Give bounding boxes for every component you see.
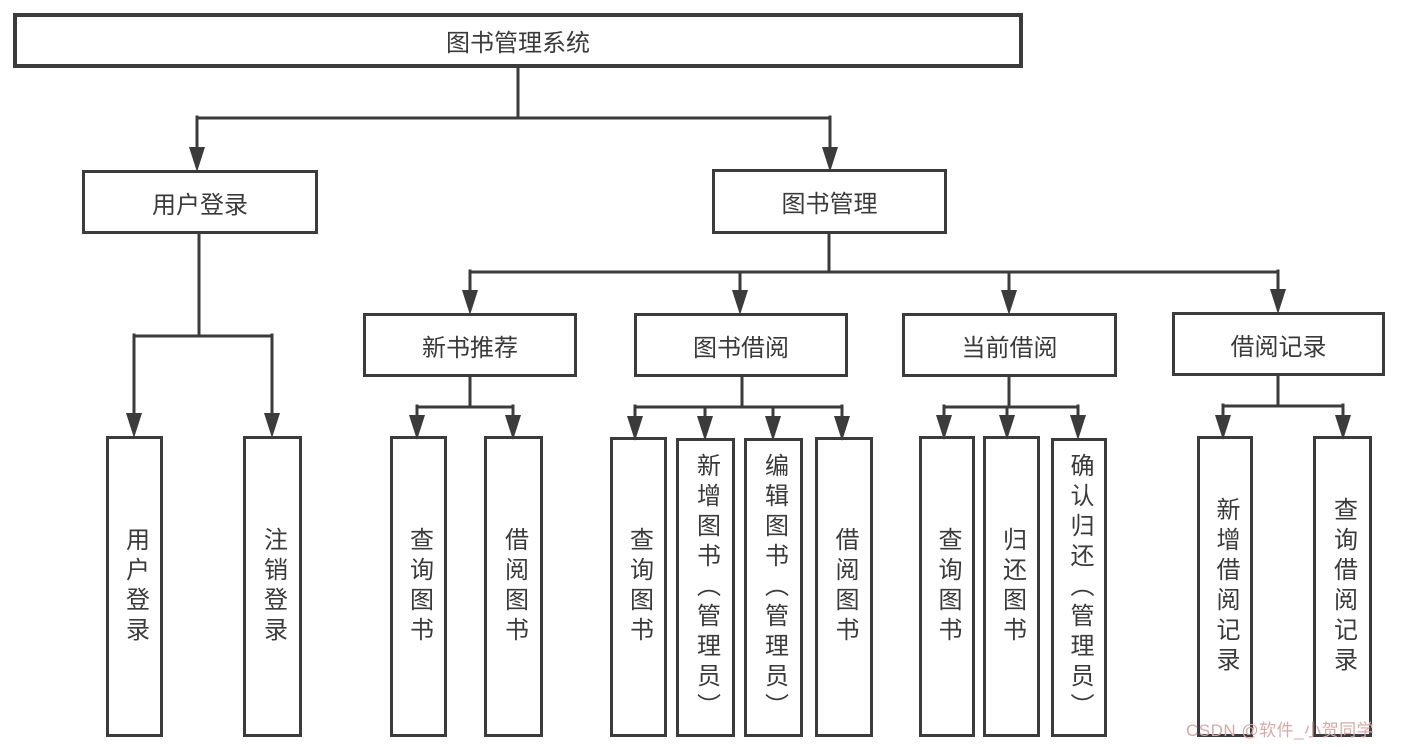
leaf-confirm-return-admin: 确认归还（管理员） <box>1051 438 1107 737</box>
leaf-query-books: 查询图书 <box>919 436 975 737</box>
leaf-add-books-admin: 新增图书（管理员） <box>676 438 735 737</box>
arrowhead-icon <box>189 147 205 172</box>
arrowhead-icon <box>126 413 142 438</box>
leaf-add-borrow-record: 新增借阅记录 <box>1197 436 1253 737</box>
leaf-query-books: 查询图书 <box>390 436 447 737</box>
leaf-return-books: 归还图书 <box>983 436 1040 737</box>
leaf-query-borrow-record: 查询借阅记录 <box>1313 436 1372 737</box>
leaf-query-books: 查询图书 <box>610 437 667 737</box>
node-new-book-recommend: 新书推荐 <box>363 313 577 377</box>
node-user-login: 用户登录 <box>82 170 318 234</box>
arrowhead-icon <box>1001 290 1017 315</box>
arrowhead-icon <box>462 290 478 315</box>
leaf-edit-books-admin: 编辑图书（管理员） <box>744 438 803 737</box>
arrowhead-icon <box>1270 289 1286 314</box>
node-library-system: 图书管理系统 <box>13 13 1023 68</box>
arrowhead-icon <box>1070 415 1086 440</box>
node-current-borrowing: 当前借阅 <box>902 313 1117 377</box>
csdn-watermark: CSDN @软件_小贺同学 <box>1186 721 1375 740</box>
node-borrowing-records: 借阅记录 <box>1172 312 1385 376</box>
leaf-user-login: 用户登录 <box>106 436 163 737</box>
leaf-borrow-books: 借阅图书 <box>484 436 543 737</box>
leaf-logout: 注销登录 <box>243 436 302 737</box>
arrowhead-icon <box>264 413 280 438</box>
leaf-borrow-books: 借阅图书 <box>815 437 873 737</box>
arrowhead-icon <box>732 290 748 315</box>
node-book-borrowing: 图书借阅 <box>634 313 848 377</box>
node-book-management: 图书管理 <box>712 169 947 234</box>
